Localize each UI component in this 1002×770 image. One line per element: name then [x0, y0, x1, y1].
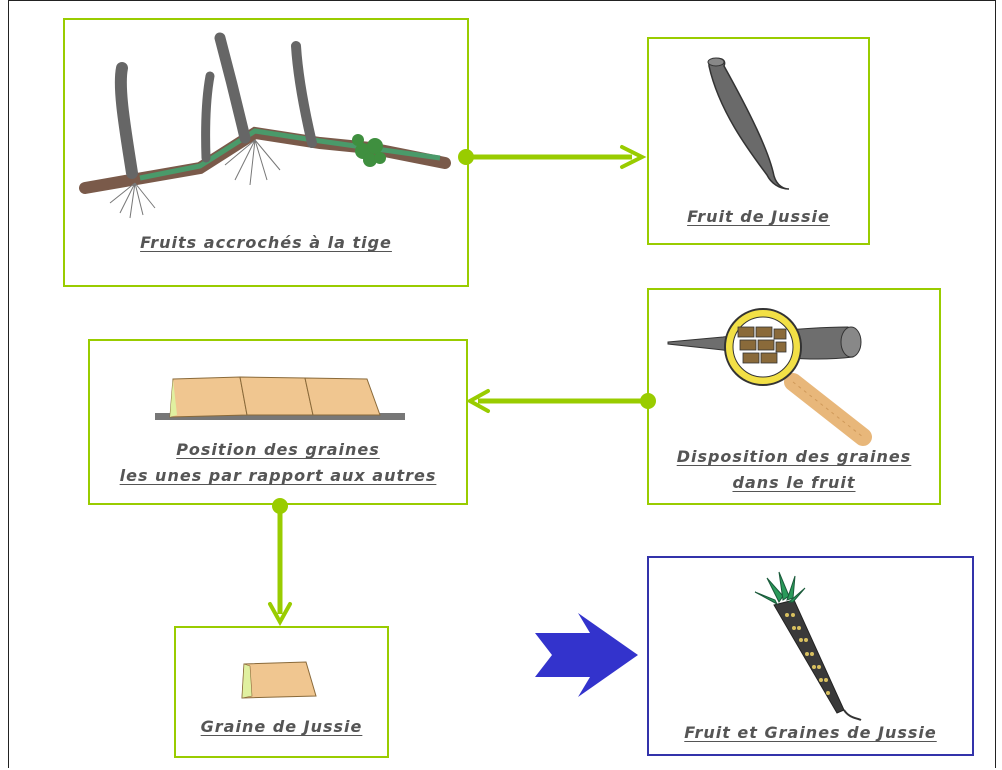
card-seed-arrangement-in-fruit: Disposition des graines dans le fruit: [647, 288, 941, 505]
caption-seed-arrangement-line1: Disposition des graines: [649, 444, 939, 470]
card-fruit: Fruit de Jussie: [647, 37, 870, 245]
card-seed-position: Position des graines les unes par rappor…: [88, 339, 468, 505]
caption-seed: Graine de Jussie: [176, 714, 387, 740]
stem-with-fruits-illustration: [80, 28, 460, 228]
caption-seed-arrangement-line2: dans le fruit: [649, 470, 939, 496]
caption-seed-position-line2: les unes par rapport aux autres: [90, 463, 466, 489]
caption-fruit: Fruit de Jussie: [649, 204, 868, 230]
fruit-with-seeds-illustration: [749, 570, 869, 720]
seeds-row-illustration: [155, 371, 405, 431]
magnifier-on-fruit-illustration: [663, 302, 933, 452]
caption-seed-position-line1: Position des graines: [90, 437, 466, 463]
caption-fruits-on-stem: Fruits accrochés à la tige: [65, 230, 467, 256]
caption-fruit-and-seeds: Fruit et Graines de Jussie: [649, 720, 972, 746]
seed-illustration: [234, 656, 324, 706]
fruit-illustration: [689, 51, 829, 191]
card-fruits-on-stem: Fruits accrochés à la tige: [63, 18, 469, 287]
card-fruit-and-seeds: Fruit et Graines de Jussie: [647, 556, 974, 756]
card-seed: Graine de Jussie: [174, 626, 389, 758]
